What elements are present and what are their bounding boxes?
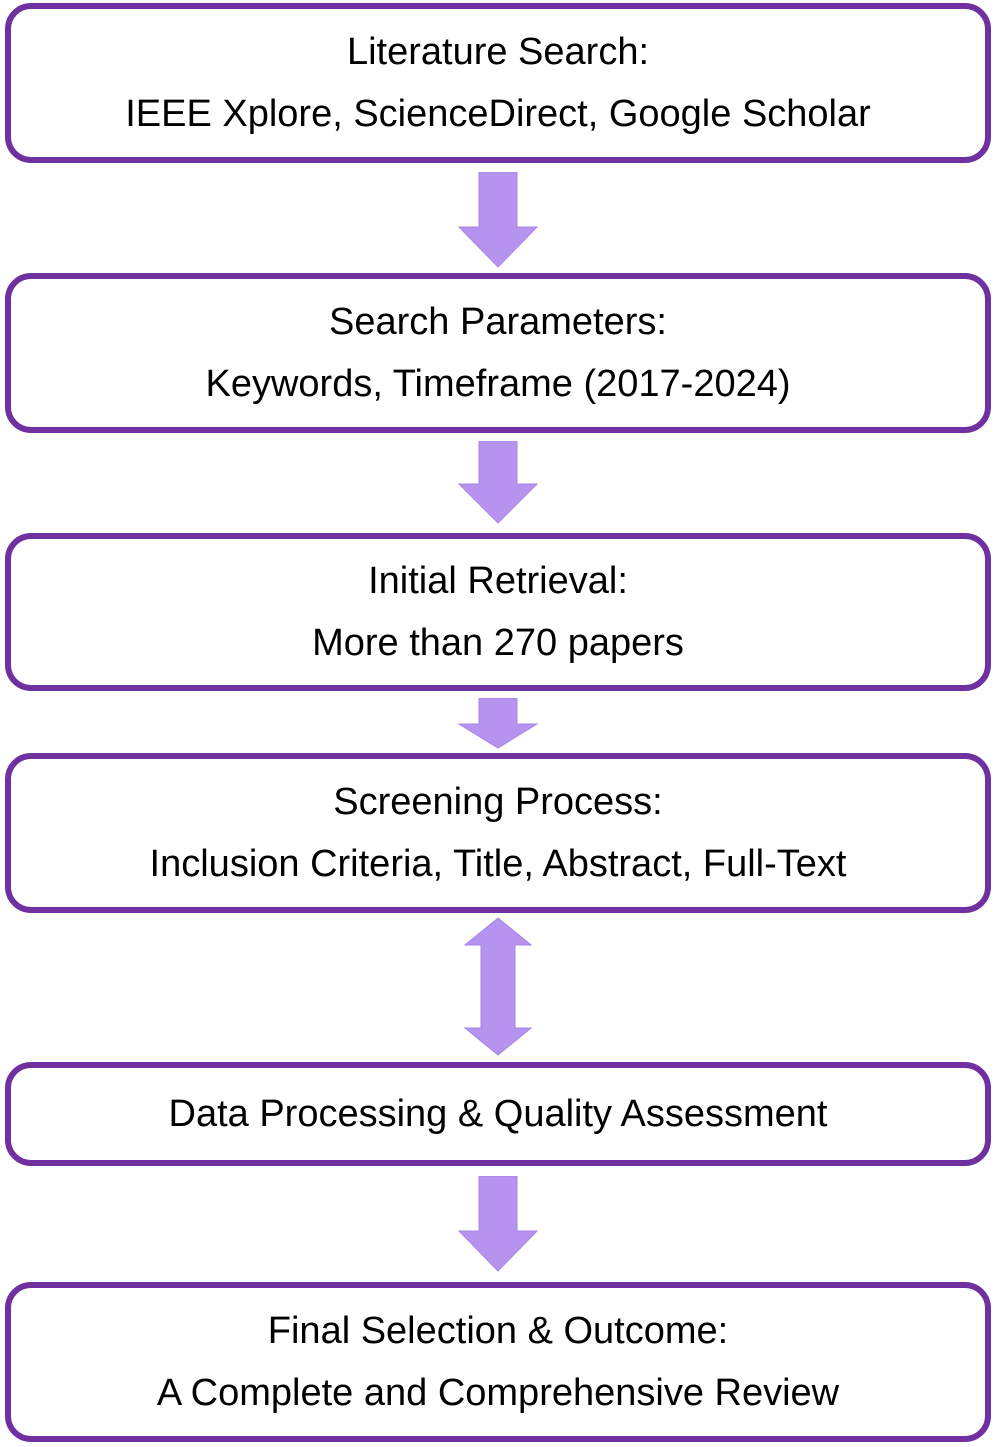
- double-arrow-icon: [464, 917, 532, 1056]
- down-arrow-icon: [458, 172, 538, 268]
- step-subtitle: IEEE Xplore, ScienceDirect, Google Schol…: [125, 93, 871, 135]
- step-title: Final Selection & Outcome:: [267, 1310, 729, 1352]
- down-arrow-icon: [458, 1176, 538, 1272]
- step-subtitle: A Complete and Comprehensive Review: [156, 1372, 840, 1414]
- step-title: Initial Retrieval:: [368, 560, 628, 602]
- flow-step-screening-process: Screening Process: Inclusion Criteria, T…: [5, 753, 991, 913]
- step-title: Data Processing & Quality Assessment: [168, 1093, 828, 1135]
- down-arrow-icon: [458, 441, 538, 524]
- flow-step-search-parameters: Search Parameters: Keywords, Timeframe (…: [5, 273, 991, 433]
- flow-step-literature-search: Literature Search: IEEE Xplore, ScienceD…: [5, 3, 991, 163]
- flow-step-data-processing: Data Processing & Quality Assessment: [5, 1062, 991, 1166]
- step-subtitle: Inclusion Criteria, Title, Abstract, Ful…: [149, 843, 847, 885]
- down-arrow-icon: [458, 698, 538, 749]
- flow-step-initial-retrieval: Initial Retrieval: More than 270 papers: [5, 533, 991, 691]
- step-title: Search Parameters:: [329, 301, 667, 343]
- step-subtitle: Keywords, Timeframe (2017-2024): [205, 363, 791, 405]
- step-title: Literature Search:: [346, 31, 650, 73]
- step-subtitle: More than 270 papers: [312, 622, 684, 664]
- step-title: Screening Process:: [333, 781, 663, 823]
- flow-step-final-selection: Final Selection & Outcome: A Complete an…: [5, 1282, 991, 1442]
